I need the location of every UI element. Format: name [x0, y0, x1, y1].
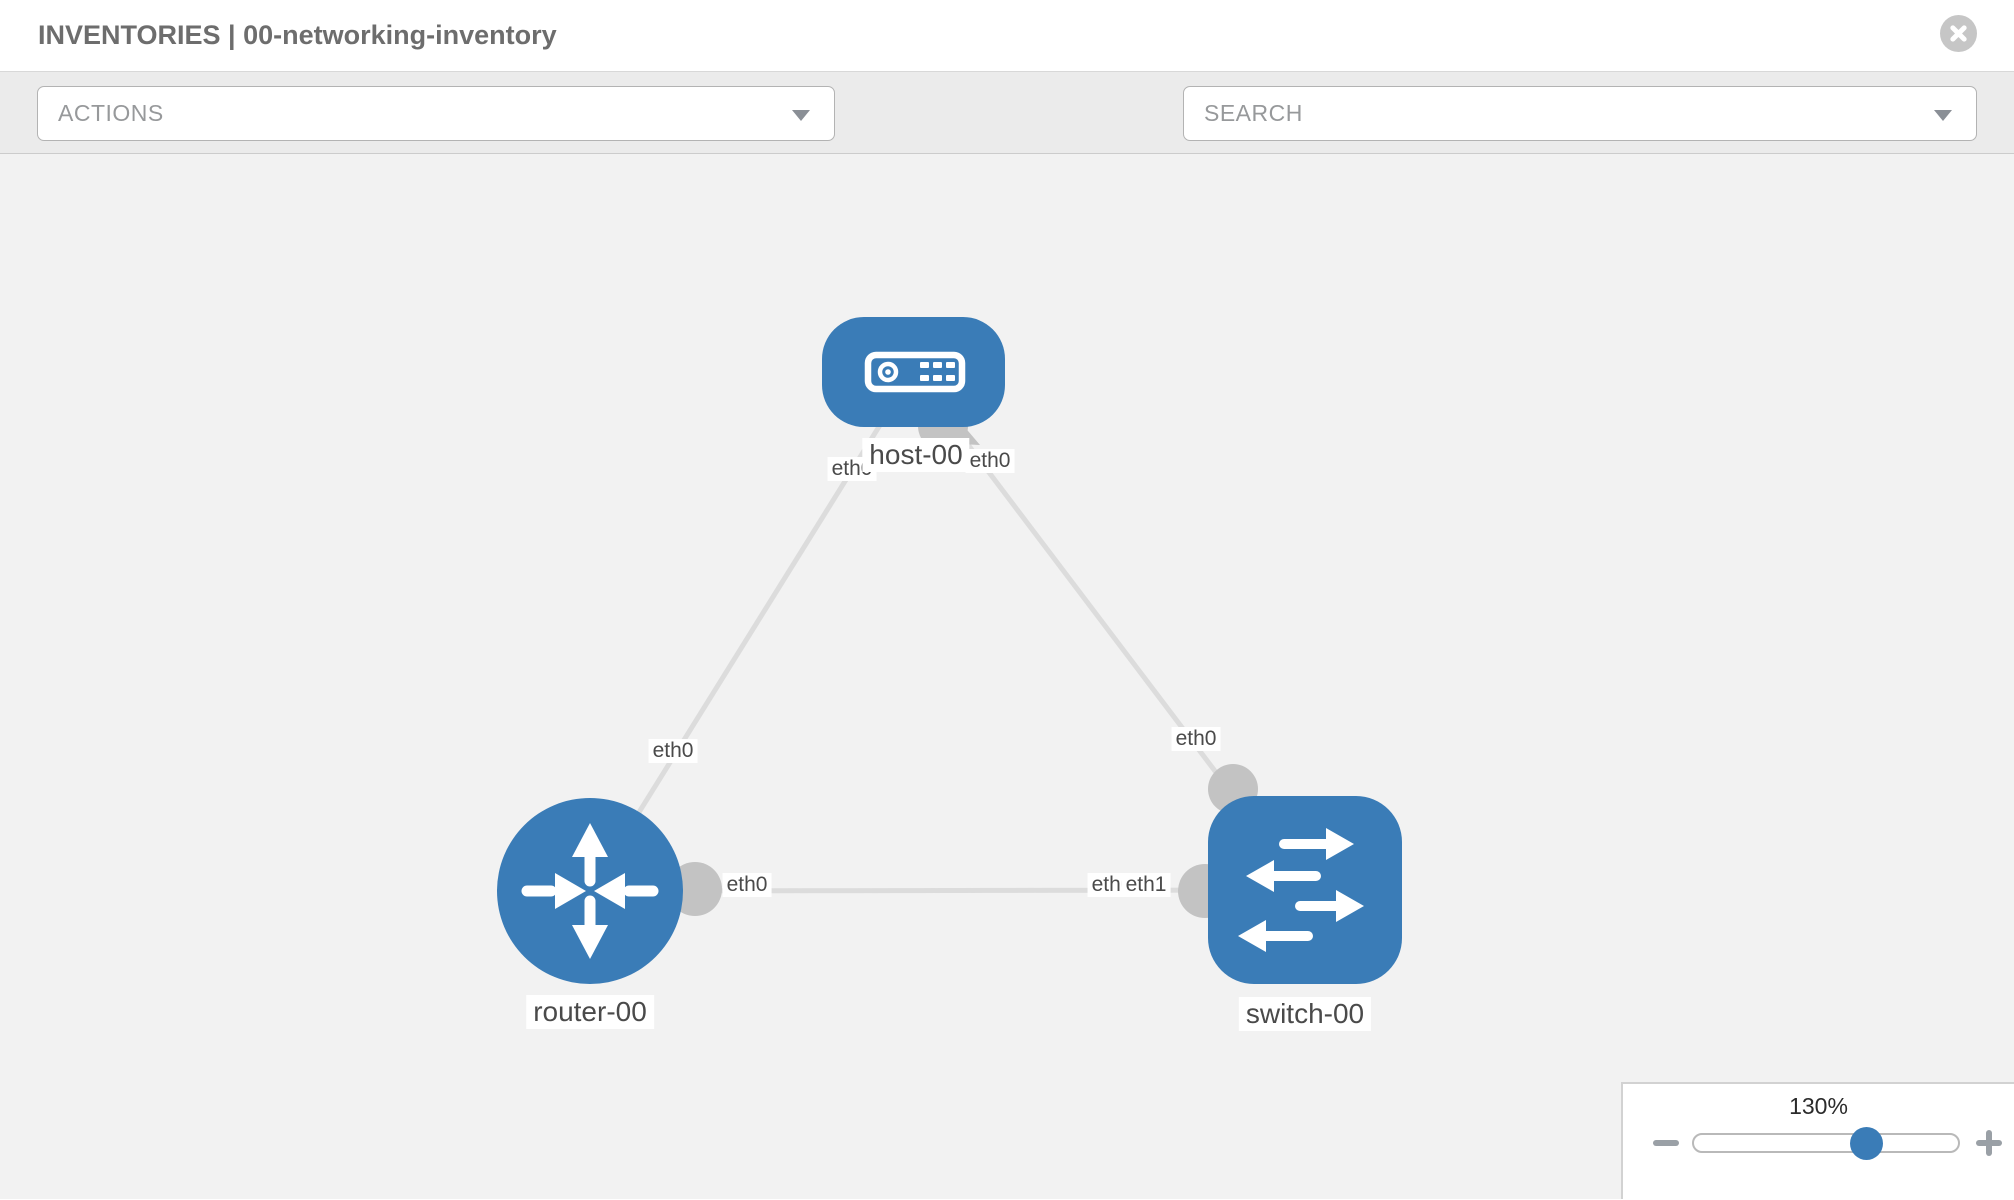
dropdown-caret-icon	[792, 110, 810, 121]
node-label-host: host-00	[862, 438, 970, 472]
search-dropdown-label: SEARCH	[1204, 100, 1303, 126]
dropdown-caret-icon	[1934, 110, 1952, 121]
zoom-out-button[interactable]	[1651, 1128, 1681, 1158]
host-icon	[864, 351, 966, 393]
header: INVENTORIES | 00-networking-inventory	[0, 0, 2014, 72]
interface-label: eth0	[965, 449, 1015, 473]
toolbar: ACTIONS SEARCH	[0, 72, 2014, 204]
zoom-in-button[interactable]	[1974, 1128, 2004, 1158]
node-switch[interactable]	[1208, 796, 1402, 984]
zoom-level: 130%	[1789, 1093, 1848, 1119]
interface-label: eth0	[1171, 727, 1221, 751]
node-host[interactable]	[822, 317, 1005, 427]
switch-icon	[1238, 828, 1364, 952]
interface-label: eth0	[722, 873, 772, 897]
close-button[interactable]	[1940, 15, 1977, 52]
page-title: INVENTORIES | 00-networking-inventory	[38, 20, 557, 50]
interface-endpoints	[668, 401, 1258, 918]
zoom-slider-knob[interactable]	[1850, 1127, 1883, 1160]
topology-graph	[497, 317, 1402, 984]
node-label-router: router-00	[526, 995, 654, 1029]
node-label-switch: switch-00	[1238, 997, 1372, 1031]
interface-label: eth0	[648, 739, 698, 763]
search-dropdown[interactable]: SEARCH	[1183, 86, 1977, 141]
interface-label: eth1	[1121, 873, 1171, 897]
node-router[interactable]	[497, 798, 683, 984]
zoom-panel: 130%	[1621, 1082, 2014, 1199]
router-icon	[521, 823, 659, 959]
actions-dropdown[interactable]: ACTIONS	[37, 86, 835, 141]
zoom-slider-track[interactable]	[1692, 1127, 1960, 1160]
actions-dropdown-label: ACTIONS	[58, 100, 164, 126]
topology-canvas[interactable]: eth0 eth0 eth0 eth0 eth0 eth0 eth1 host-…	[0, 154, 2014, 1199]
